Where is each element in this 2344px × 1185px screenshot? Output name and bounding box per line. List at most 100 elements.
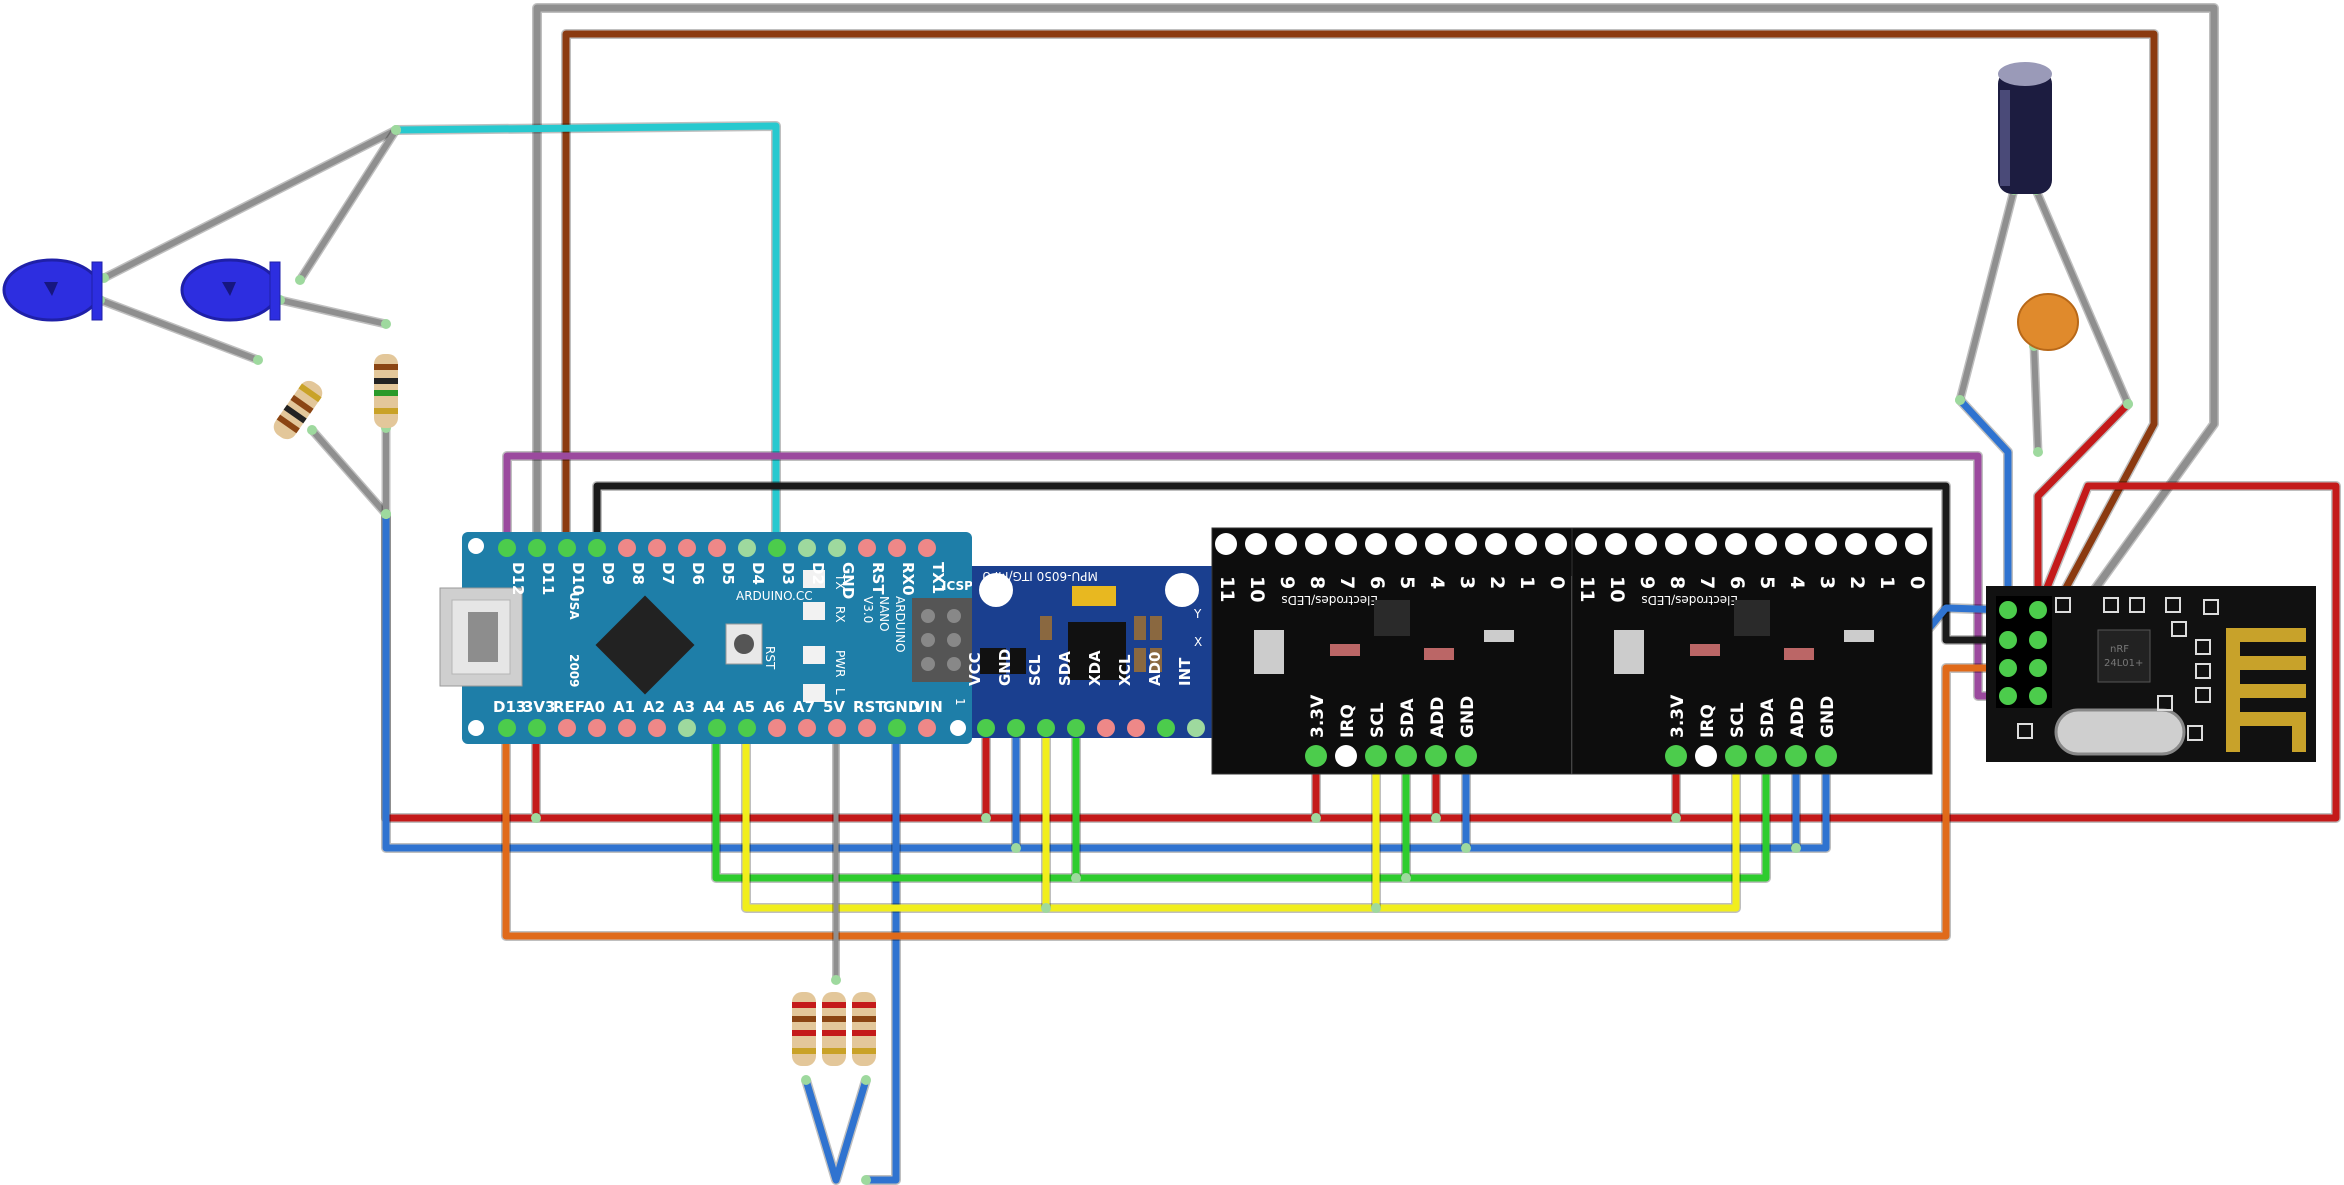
touch-pin-label: SCL [1368,702,1388,738]
ceramic-capacitor [2017,293,2079,351]
wire-gray-5v [831,723,841,985]
arduino-bottom-pin-label: A6 [763,698,785,716]
touch-pin [1815,745,1837,767]
mpu-chip [1068,622,1126,680]
touch-resistor [1690,644,1720,656]
electrode-pad [1755,533,1777,555]
resistor-5 [852,992,876,1066]
electrode-number: 0 [1906,576,1928,589]
arduino-led-label: L [833,688,847,695]
arduino-top-pin-label: D11 [539,562,557,595]
arduino-top-pin [558,539,576,557]
wire-gray-led2 [295,125,401,285]
touch-pin-label: IRQ [1338,704,1358,738]
arduino-top-pin-label: D10 [569,562,587,595]
arduino-bottom-pin [828,719,846,737]
touch-pin-label: ADD [1788,697,1808,738]
electrode-number: 4 [1426,576,1448,589]
wire-gray-led1 [99,125,401,283]
arduino-bottom-pin [888,719,906,737]
electrode-number: 2 [1846,576,1868,589]
arduino-bottom-pin-label: A4 [703,698,725,716]
arduino-top-pin-label: D5 [719,562,737,585]
electrode-pad [1425,533,1447,555]
touch-pin [1305,745,1327,767]
arduino-bottom-pin [588,719,606,737]
touch-pin [1665,745,1687,767]
arduino-top-pin-label: D3 [779,562,797,585]
touch-pin [1365,745,1387,767]
arduino-country-label: USA [567,592,581,620]
arduino-top-pin [648,539,666,557]
wire-yellow-mpu-scl [1041,723,1051,913]
electrode-pad [1725,533,1747,555]
arduino-model-line: NANO [877,596,891,632]
electrode-number: 3 [1816,576,1838,589]
mpu-pin-label: INT [1176,657,1194,686]
arduino-led-label: RX [833,606,847,623]
electrode-pad [1215,533,1237,555]
touch-pin [1455,745,1477,767]
arduino-nano: ARDUINO.CC USA 2009 RST ICSP 1 ARDUINONA… [439,532,973,744]
crystal [2054,708,2186,756]
resistor-3 [792,992,816,1066]
nrf-chip-label-2: 24L01+ [2104,658,2143,669]
nrf-chip [2097,629,2151,683]
resistor-4 [822,992,846,1066]
electrode-number: 0 [1546,576,1568,589]
arduino-bottom-pin [678,719,696,737]
touch-resistor [1330,644,1360,656]
arduino-top-pin-label: D9 [599,562,617,585]
wire-blue-cap [1955,395,2013,615]
nrf-chip-label-1: nRF [2110,644,2129,655]
touch-pin-label: 3.3V [1308,694,1328,738]
mpu-pin-label: XCL [1116,654,1134,686]
arduino-bottom-pin-label: GND [883,698,920,716]
electrode-number: 7 [1336,576,1358,589]
touch-pin [1755,745,1777,767]
wire-gray-cap-left [1955,185,2019,405]
arduino-top-pin-label: D7 [659,562,677,585]
mpu-axis-x: X [1194,635,1202,649]
arduino-top-pin [888,539,906,557]
arduino-bottom-pin [648,719,666,737]
wire-gray-res2 [381,423,391,519]
wire-gray-ceramic [2029,341,2043,457]
mpu-pin [977,719,995,737]
arduino-bottom-pin-label: A5 [733,698,755,716]
arduino-model-line: V3.0 [861,596,875,623]
nrf24l01-module: nRF 24L01+ [1986,586,2316,762]
wire-gray-led1-res [95,295,263,365]
touch-pin-label: IRQ [1698,704,1718,738]
arduino-bottom-pin-label: 3V3 [523,698,555,716]
touch-pin [1725,745,1747,767]
electrode-number: 2 [1486,576,1508,589]
wire-gray-res1 [307,425,391,519]
touch-smd [1844,630,1874,642]
arduino-bottom-pin-label: RST [853,698,886,716]
rx-led [803,602,825,620]
arduino-rst-label: RST [763,646,777,670]
wire-green-mpu-sda [1071,723,1081,883]
mpu-pin [1067,719,1085,737]
touch-pin-label: 3.3V [1668,694,1688,738]
led-1 [2,258,103,322]
touch-resistor [1424,648,1454,660]
electrode-number: 5 [1396,576,1418,589]
electrolytic-capacitor [1998,62,2052,194]
mpu-pin [1187,719,1205,737]
electrode-pad [1605,533,1627,555]
arduino-bottom-pin [558,719,576,737]
arduino-top-pin-label: TX1 [929,562,947,594]
mpu-axis-y: Y [1193,607,1202,621]
mpu-pin [1127,719,1145,737]
arduino-top-pin-label: D8 [629,562,647,585]
arduino-bottom-pin [618,719,636,737]
arduino-board [462,532,972,744]
